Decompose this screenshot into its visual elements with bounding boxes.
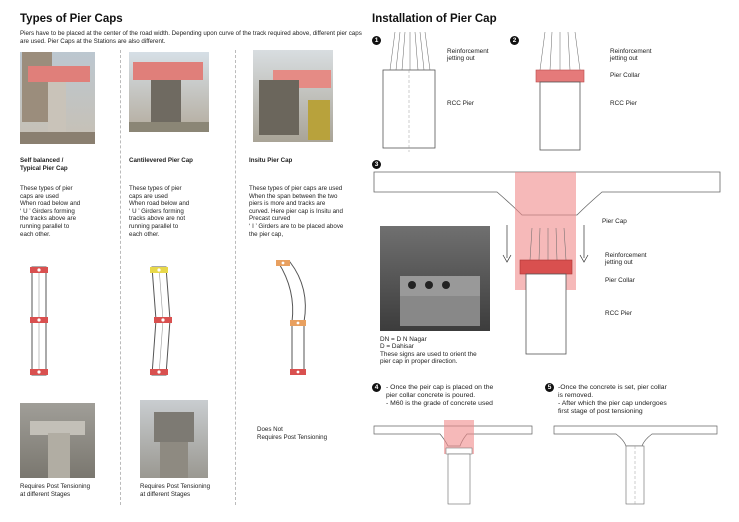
column-divider: [120, 50, 121, 505]
self-balanced-detail-photo: [20, 403, 95, 478]
intro-text: Piers have to be placed at the center of…: [20, 30, 362, 45]
step3-rcc-pier-label: RCC Pier: [605, 310, 632, 317]
step2-rcc-pier-label: RCC Pier: [610, 100, 637, 107]
step3-pier-cap-lowering: [373, 171, 721, 355]
self-balanced-pier-diagram: [30, 266, 48, 376]
step5-post-tensioning-diagram: [553, 425, 718, 505]
step-5-badge: 5: [545, 383, 554, 392]
left-section-title: Types of Pier Caps: [20, 13, 123, 25]
step-2-badge: 2: [510, 36, 519, 45]
step-1-badge: 1: [372, 36, 381, 45]
step-4-badge: 4: [372, 383, 381, 392]
step2-pier-with-collar: [535, 31, 585, 151]
type2-title: Cantilevered Pier Cap: [129, 157, 193, 164]
type1-title: Self balanced /Typical Pier Cap: [20, 157, 68, 172]
step2-pier-collar-label: Pier Collar: [610, 72, 640, 79]
insitu-pier-diagram: [276, 260, 306, 375]
insitu-pier-cap-photo: [253, 50, 333, 142]
step3-pier-collar-label: Pier Collar: [605, 277, 635, 284]
step1-rcc-pier-label: RCC Pier: [447, 100, 474, 107]
cantilevered-pier-diagram: [150, 266, 172, 376]
step4-concrete-pouring-diagram: [373, 420, 533, 505]
step3-pier-cap-label: Pier Cap: [602, 218, 627, 225]
pier-cap-orientation-photo: [380, 226, 490, 331]
step1-pier-with-reinforcement: [382, 31, 436, 152]
cantilevered-detail-photo: [140, 400, 208, 478]
right-section-title: Installation of Pier Cap: [372, 13, 497, 25]
column-divider: [235, 50, 236, 505]
step-3-badge: 3: [372, 160, 381, 169]
self-balanced-pier-cap-photo: [20, 52, 95, 144]
cantilevered-pier-cap-photo: [129, 52, 209, 132]
type3-title: Insitu Pier Cap: [249, 157, 293, 164]
